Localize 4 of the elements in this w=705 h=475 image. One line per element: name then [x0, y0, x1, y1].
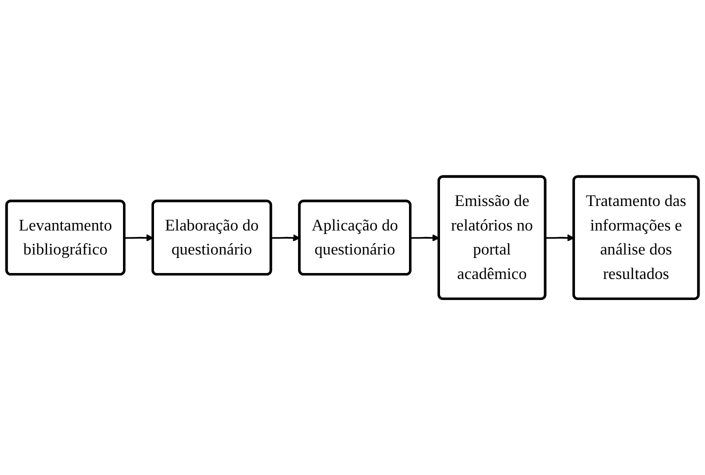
arrow [271, 234, 300, 242]
arrow [546, 234, 574, 242]
arrow [124, 234, 154, 242]
arrow [410, 234, 440, 242]
